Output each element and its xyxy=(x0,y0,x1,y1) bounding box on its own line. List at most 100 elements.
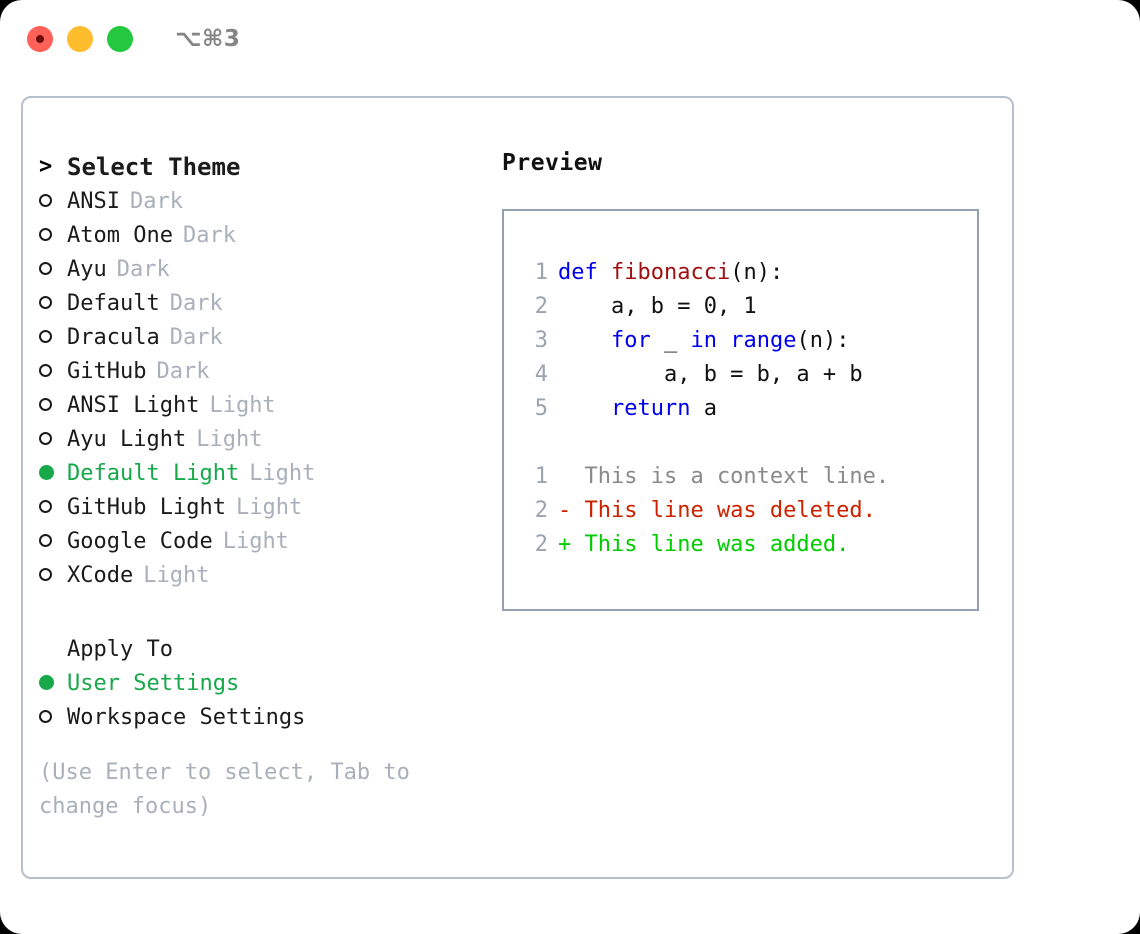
code-token xyxy=(558,328,611,353)
diff-line: 2 - This line was deleted. xyxy=(518,493,977,527)
radio-off-icon[interactable] xyxy=(39,258,67,280)
radio-off-icon[interactable] xyxy=(39,394,67,416)
code-token xyxy=(717,328,730,353)
line-number: 2 xyxy=(534,531,548,557)
theme-category: Light xyxy=(209,392,276,418)
radio-off-icon[interactable] xyxy=(39,224,67,246)
diff-line: 1 This is a context line. xyxy=(518,459,977,493)
code-line: 1 def fibonacci(n): xyxy=(518,255,977,289)
diff-sample: 1 This is a context line. 2 - This line wa… xyxy=(518,459,977,561)
line-number: 2 xyxy=(534,293,548,319)
radio-off-icon[interactable] xyxy=(39,564,67,586)
theme-label: ANSI Light xyxy=(67,392,200,418)
theme-category: Dark xyxy=(182,222,236,248)
code-token: fibonacci xyxy=(610,259,731,285)
main-panel: > Select Theme ANSI Dark Atom One Dark A… xyxy=(21,96,1014,879)
code-text: a, b = 0, 1 xyxy=(558,294,757,319)
diff-line: 2+ This line was added. xyxy=(518,527,977,561)
theme-list-item[interactable]: Dracula Dark xyxy=(39,320,489,354)
close-icon[interactable] xyxy=(27,26,53,52)
radio-on-icon[interactable] xyxy=(39,672,67,694)
line-number: 4 xyxy=(534,361,548,387)
apply-to-header-label: Apply To xyxy=(67,636,173,662)
apply-to-item-selected[interactable]: User Settings xyxy=(39,666,489,700)
radio-on-icon[interactable] xyxy=(39,462,67,484)
maximize-icon[interactable] xyxy=(107,26,133,52)
radio-off-icon[interactable] xyxy=(39,496,67,518)
theme-label: GitHub Light xyxy=(67,494,226,520)
caret-icon: > xyxy=(39,154,53,179)
code-token: (n): xyxy=(796,327,850,353)
theme-list-item[interactable]: Ayu Dark xyxy=(39,252,489,286)
theme-category: Dark xyxy=(156,358,210,384)
code-line: 4 a, b = b, a + b xyxy=(518,357,977,391)
code-text: def fibonacci(n): xyxy=(558,260,783,285)
radio-off-icon[interactable] xyxy=(39,530,67,552)
theme-category: Light xyxy=(143,562,210,588)
theme-label: Default Light xyxy=(67,460,240,486)
radio-off-icon[interactable] xyxy=(39,706,67,728)
apply-to-label: User Settings xyxy=(67,670,240,696)
theme-category: Light xyxy=(196,426,263,452)
theme-category: Dark xyxy=(169,290,223,316)
radio-off-icon[interactable] xyxy=(39,428,67,450)
line-number: 1 xyxy=(534,259,548,285)
code-token: return xyxy=(610,395,691,421)
theme-category: Dark xyxy=(116,256,170,282)
keyboard-shortcut-label: ⌥⌘3 xyxy=(175,26,241,52)
apply-to-header: Apply To xyxy=(39,632,489,666)
theme-list-item[interactable]: Atom One Dark xyxy=(39,218,489,252)
theme-list-item[interactable]: Ayu Light Light xyxy=(39,422,489,456)
theme-label: Google Code xyxy=(67,528,213,554)
theme-label: GitHub xyxy=(67,358,147,384)
theme-category: Light xyxy=(235,494,303,520)
theme-label: Ayu Light xyxy=(67,426,187,452)
line-number: 3 xyxy=(534,327,548,353)
radio-off-icon[interactable] xyxy=(39,360,67,382)
theme-list-item-selected[interactable]: Default Light Light xyxy=(39,456,489,490)
theme-list-item[interactable]: GitHub Light Light xyxy=(39,490,489,524)
code-token: range xyxy=(730,327,797,353)
theme-list-item[interactable]: Default Dark xyxy=(39,286,489,320)
theme-label: ANSI xyxy=(67,188,120,214)
theme-category: Light xyxy=(249,460,316,486)
theme-list-item[interactable]: GitHub Dark xyxy=(39,354,489,388)
radio-off-icon[interactable] xyxy=(39,190,67,212)
theme-category: Light xyxy=(222,528,289,554)
code-token: a, b = b, a + b xyxy=(558,361,863,387)
theme-label: XCode xyxy=(67,562,134,588)
code-token xyxy=(558,396,611,421)
code-text: return a xyxy=(558,396,717,421)
theme-list-item[interactable]: XCode Light xyxy=(39,558,489,592)
code-token: a, b = 0, 1 xyxy=(558,293,757,319)
title-bar: ⌥⌘3 xyxy=(0,0,1140,78)
code-token: _ xyxy=(650,327,691,353)
theme-list-item[interactable]: Google Code Light xyxy=(39,524,489,558)
select-theme-header: > Select Theme xyxy=(39,150,489,184)
apply-to-item[interactable]: Workspace Settings xyxy=(39,700,489,734)
radio-off-icon[interactable] xyxy=(39,292,67,314)
code-token: def xyxy=(558,259,611,285)
window-controls xyxy=(27,26,133,52)
diff-text: - This line was deleted. xyxy=(558,497,876,523)
code-gap xyxy=(518,425,977,459)
code-line: 2 a, b = 0, 1 xyxy=(518,289,977,323)
preview-title: Preview xyxy=(502,150,603,176)
theme-list-item[interactable]: ANSI Dark xyxy=(39,184,489,218)
theme-selector-column: > Select Theme ANSI Dark Atom One Dark A… xyxy=(39,150,489,824)
line-number: 1 xyxy=(534,463,548,489)
theme-label: Ayu xyxy=(67,256,107,282)
code-line: 5 return a xyxy=(518,391,977,425)
keyboard-hint-text: (Use Enter to select, Tab to change focu… xyxy=(39,760,424,819)
line-number: 2 xyxy=(534,497,548,523)
theme-list-item[interactable]: ANSI Light Light xyxy=(39,388,489,422)
code-token: (n): xyxy=(730,259,784,285)
theme-label: Atom One xyxy=(67,222,173,248)
theme-category: Dark xyxy=(169,324,223,350)
minimize-icon[interactable] xyxy=(67,26,93,52)
radio-off-icon[interactable] xyxy=(39,326,67,348)
select-theme-header-label: Select Theme xyxy=(67,153,241,181)
